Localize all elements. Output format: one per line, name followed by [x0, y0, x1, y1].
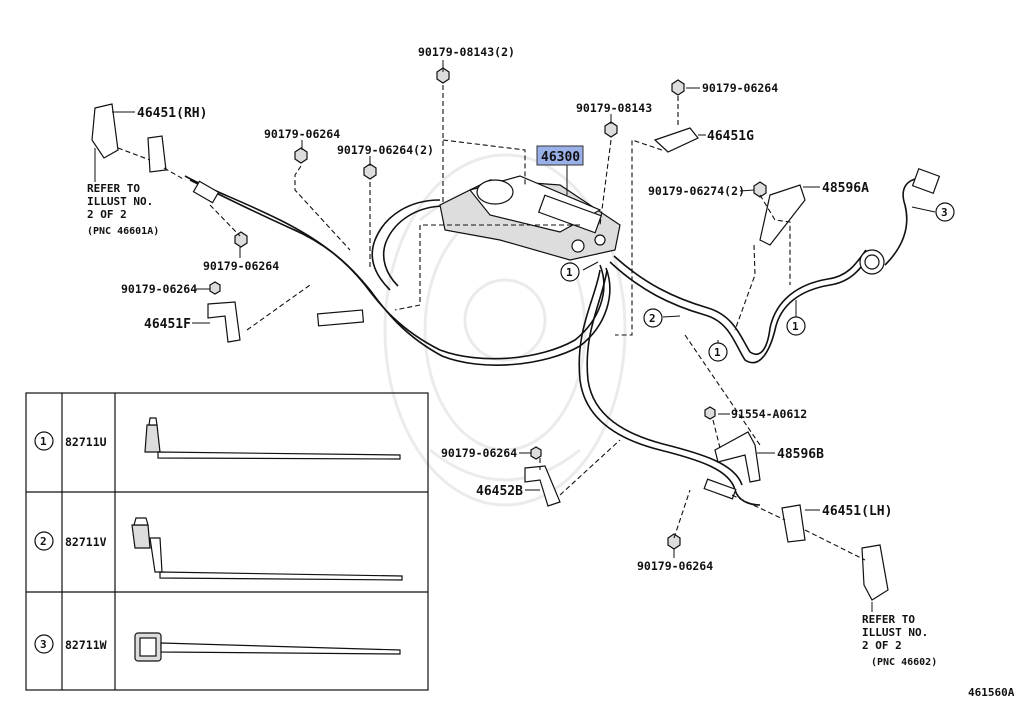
svg-text:2 OF 2: 2 OF 2	[87, 208, 127, 221]
clamp-82711u-icon	[144, 417, 401, 460]
label-90179-06264-e: 90179-06264	[637, 559, 713, 573]
label-90179-06264-top: 90179-06264	[702, 81, 778, 95]
callout-2: 2	[643, 308, 663, 328]
dashed-leaders	[117, 85, 866, 561]
callout-1-a: 1	[560, 262, 580, 282]
label-46452b: 46452B	[476, 484, 523, 499]
label-46451-lh: 46451(LH)	[822, 504, 892, 519]
svg-text:2: 2	[40, 535, 47, 548]
callout-markers: 1 2 1 1 3	[560, 202, 955, 362]
table-row: 1 82711U	[34, 417, 401, 460]
label-90179-08143-2: 90179-08143(2)	[418, 45, 515, 59]
label-90179-06274-2: 90179-06274(2)	[648, 184, 745, 198]
label-46451g: 46451G	[707, 129, 754, 144]
callout-3: 3	[935, 202, 955, 222]
highlight-46300	[536, 145, 584, 166]
table-row: 2 82711V	[34, 517, 403, 581]
bracket-lh-icon	[861, 544, 889, 601]
label-46300: 46300	[541, 150, 580, 165]
svg-text:ILLUST NO.: ILLUST NO.	[862, 626, 928, 639]
hardware-parts	[91, 67, 889, 601]
label-leaders	[94, 60, 936, 612]
svg-text:3: 3	[941, 206, 948, 219]
svg-text:2: 2	[649, 312, 656, 325]
clamp-table: 1 82711U 2 82711V 3 82711W	[25, 392, 429, 691]
table-row: 3 82711W	[34, 632, 401, 662]
label-91554-a0612: 91554-A0612	[731, 407, 807, 421]
note-rh: REFER TO ILLUST NO. 2 OF 2 (PNC 46601A)	[87, 182, 159, 237]
svg-text:1: 1	[40, 435, 47, 448]
svg-text:1: 1	[792, 320, 799, 333]
svg-text:2 OF 2: 2 OF 2	[862, 639, 902, 652]
svg-text:(PNC 46601A): (PNC 46601A)	[87, 226, 159, 237]
label-90179-06264-c: 90179-06264	[121, 282, 197, 296]
label-90179-06264-d: 90179-06264	[441, 446, 517, 460]
svg-text:REFER TO: REFER TO	[862, 613, 915, 626]
actuator-assembly-46300	[439, 175, 621, 261]
label-90179-06264-a: 90179-06264	[264, 127, 340, 141]
bracket-rh-icon	[91, 103, 119, 159]
label-46451-rh: 46451(RH)	[137, 106, 207, 121]
label-46451f: 46451F	[144, 317, 191, 332]
svg-text:3: 3	[40, 638, 47, 651]
note-lh: REFER TO ILLUST NO. 2 OF 2 (PNC 46602)	[862, 613, 937, 668]
table-part-82711w: 82711W	[65, 638, 107, 652]
svg-text:REFER TO: REFER TO	[87, 182, 140, 195]
label-90179-06264-2: 90179-06264(2)	[337, 143, 434, 157]
label-48596b: 48596B	[777, 447, 824, 462]
part-labels: 90179-08143(2) 90179-06264 46451(RH) 901…	[121, 45, 892, 573]
table-part-82711u: 82711U	[65, 435, 107, 449]
label-90179-08143: 90179-08143	[576, 101, 652, 115]
table-part-82711v: 82711V	[65, 535, 107, 549]
label-90179-06264-b: 90179-06264	[203, 259, 279, 273]
label-48596a: 48596A	[822, 181, 869, 196]
clamp-82711v-icon	[131, 517, 403, 581]
parking-brake-cables	[184, 168, 941, 506]
clamp-82711w-icon	[134, 632, 401, 662]
svg-text:ILLUST NO.: ILLUST NO.	[87, 195, 153, 208]
callout-1-c: 1	[786, 316, 806, 336]
callout-1-b: 1	[708, 342, 728, 362]
illustration-id: 461560A	[968, 686, 1015, 699]
svg-text:(PNC 46602): (PNC 46602)	[871, 657, 937, 668]
svg-text:1: 1	[714, 346, 721, 359]
svg-text:1: 1	[566, 266, 573, 279]
